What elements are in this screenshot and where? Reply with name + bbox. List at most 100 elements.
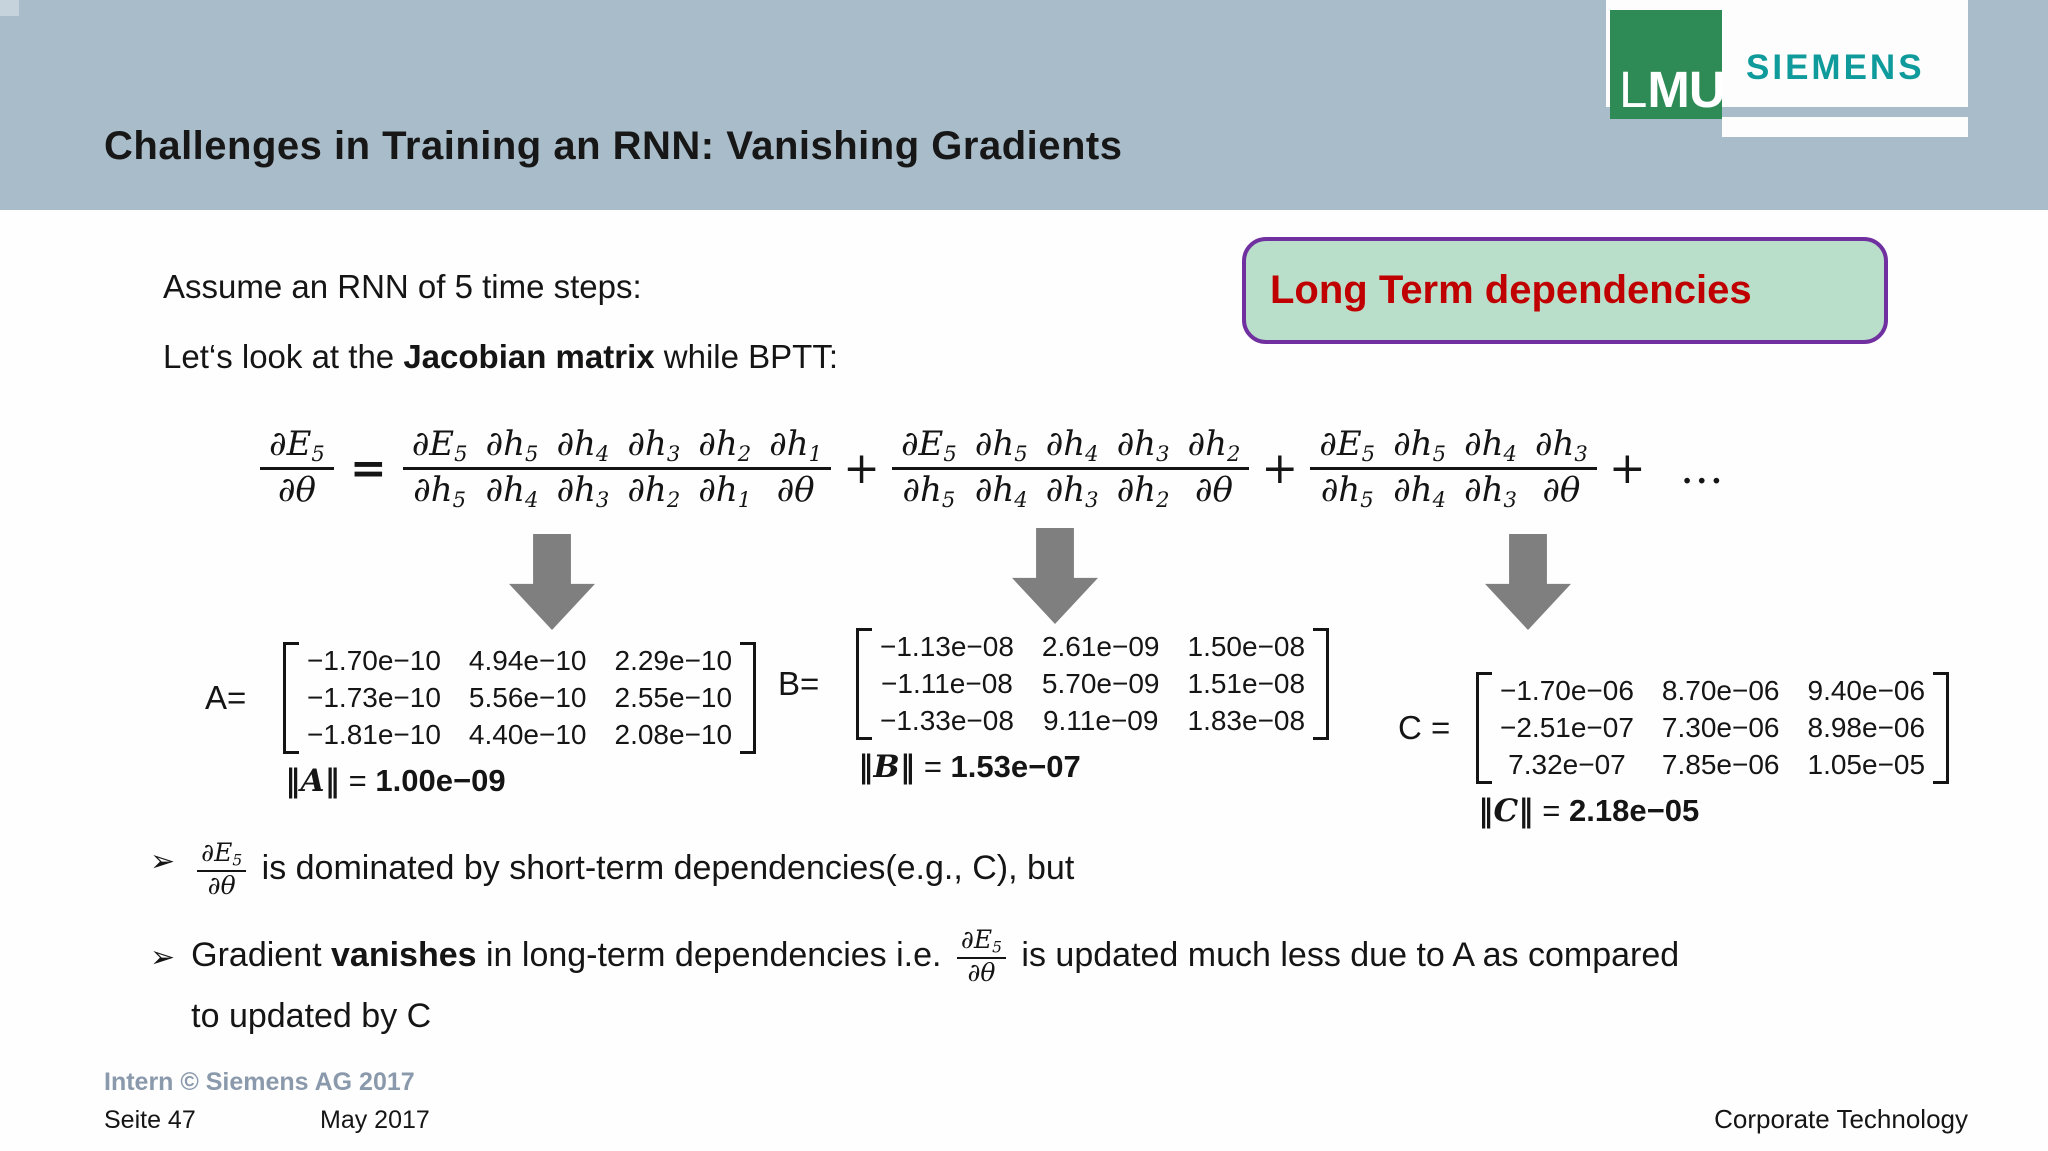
fraction: ∂h5∂h4	[476, 424, 548, 512]
text: ∂E5	[201, 838, 243, 870]
fden: ∂θ	[1178, 466, 1250, 511]
mcell: −1.81e−10	[307, 719, 441, 750]
corner-artifact	[0, 0, 19, 16]
text: ∂h5	[974, 423, 1028, 466]
logo-panel-strip	[1722, 117, 1968, 137]
fnum: ∂h3	[1526, 424, 1597, 467]
text: Jacobian matrix	[403, 338, 655, 375]
text: ∂h4	[974, 469, 1028, 512]
mcell: 4.94e−10	[468, 645, 587, 676]
mcell: 7.85e−06	[1661, 749, 1780, 780]
fnum: ∂E5	[957, 925, 1006, 957]
fraction: ∂E5∂h5	[402, 424, 477, 513]
fsub: 4	[1503, 440, 1517, 466]
fden: ∂θ	[260, 467, 334, 511]
bullet-marker: ➢	[150, 845, 176, 878]
fnum: ∂E5	[197, 838, 246, 870]
fsub: 2	[737, 440, 752, 466]
mcell: −1.13e−08	[880, 631, 1014, 662]
text: ∂θ	[277, 470, 316, 511]
fsub: 5	[1432, 440, 1446, 466]
bullet-content: ∂E5∂θ is dominated by short-term depende…	[191, 832, 1074, 904]
text: ∂h3	[1464, 469, 1517, 512]
fsub: 2	[1156, 486, 1170, 512]
fnum: ∂E5	[260, 424, 334, 467]
fden: ∂h5	[402, 466, 477, 513]
text: ∂h1	[769, 423, 823, 466]
fsub: 2	[666, 486, 681, 512]
text: ∂h3	[627, 423, 681, 466]
fsub: 4	[1014, 486, 1028, 512]
mcell: 8.98e−06	[1807, 712, 1926, 743]
mcell: 2.08e−10	[614, 719, 733, 750]
callout-label: Long Term dependencies	[1270, 268, 1752, 312]
lmu-mu: MU	[1647, 61, 1725, 118]
text: Let‘s look at the	[163, 338, 404, 375]
fraction: ∂h1∂θ	[760, 424, 832, 512]
fnum: ∂E5	[892, 424, 966, 467]
fsub: 1	[737, 486, 752, 512]
text: ∂h3	[1534, 423, 1588, 466]
mnorm-label: ‖B‖	[858, 749, 916, 785]
bullet-short-term: ➢ ∂E5∂θ is dominated by short-term depend…	[150, 832, 1074, 904]
text: ∂θ	[776, 469, 815, 510]
lmu-l: L	[1619, 61, 1648, 118]
fsub: 3	[1574, 440, 1588, 466]
fsub: 5	[992, 938, 1002, 957]
fraction: ∂h5∂h4	[1384, 424, 1455, 512]
footer-page-number: Seite 47	[104, 1106, 196, 1134]
text: ∂h4	[1393, 469, 1446, 512]
fsub: 5	[1014, 440, 1028, 466]
mcell: 1.05e−05	[1807, 749, 1926, 780]
fsub: 5	[454, 440, 468, 466]
mnorm: ‖B‖ = 1.53e−07	[858, 749, 1329, 785]
mcell: 5.70e−09	[1041, 668, 1160, 699]
fnum: ∂h1	[760, 424, 831, 467]
fraction: ∂E5∂θ	[197, 838, 247, 901]
mnorm-eq: =	[915, 749, 951, 784]
down-arrow-a-icon	[509, 534, 595, 630]
mnorm: ‖A‖ = 1.00e−09	[285, 763, 756, 799]
footer-date: May 2017	[320, 1106, 430, 1134]
fnum: ∂h5	[966, 424, 1037, 467]
fden: ∂h5	[1310, 466, 1385, 513]
text: ∂E5	[269, 424, 325, 467]
eq-op: +	[843, 442, 880, 494]
fsub: 5	[1360, 486, 1374, 512]
fraction: ∂E5∂h5	[891, 424, 966, 512]
text: ∂E5	[1319, 423, 1376, 466]
mnorm-value: 1.53e−07	[950, 749, 1081, 784]
fraction: ∂h2∂θ	[1178, 423, 1250, 512]
intro-line-1: Assume an RNN of 5 time steps:	[163, 268, 642, 305]
fsub: 2	[1226, 440, 1241, 466]
footer-department: Corporate Technology	[1714, 1104, 1968, 1134]
mnorm-label: ‖C‖	[1478, 793, 1534, 829]
mcell: 1.50e−08	[1187, 631, 1306, 662]
fden: ∂h4	[1384, 466, 1455, 513]
text: ∂h3	[1045, 469, 1099, 512]
text: ∂h4	[485, 469, 539, 512]
bracket	[1313, 628, 1330, 740]
down-arrow-b-icon	[1012, 528, 1098, 624]
fraction: ∂h3∂θ	[1525, 424, 1597, 512]
text: ∂h5	[902, 469, 956, 512]
fsub: 5	[311, 441, 325, 467]
text: ∂h2	[1187, 423, 1241, 466]
fden: ∂θ	[197, 870, 247, 901]
mcell: 7.30e−06	[1661, 712, 1780, 743]
mnorm-value: 1.00e−09	[375, 763, 506, 798]
fden: ∂θ	[760, 466, 832, 511]
fsub: 5	[941, 486, 956, 512]
mcell: 4.40e−10	[468, 719, 587, 750]
mlabel: C =	[1398, 709, 1451, 746]
mcell: 1.51e−08	[1187, 668, 1306, 699]
lmu-logo-text: LMU	[1619, 61, 1726, 118]
slide-title: Challenges in Training an RNN: Vanishing…	[104, 124, 1123, 168]
equation-term: ∂E5∂h5∂h5∂h4∂h4 ∂h3∂h3∂θ	[1310, 424, 1597, 512]
text: ∂θ	[207, 871, 236, 901]
